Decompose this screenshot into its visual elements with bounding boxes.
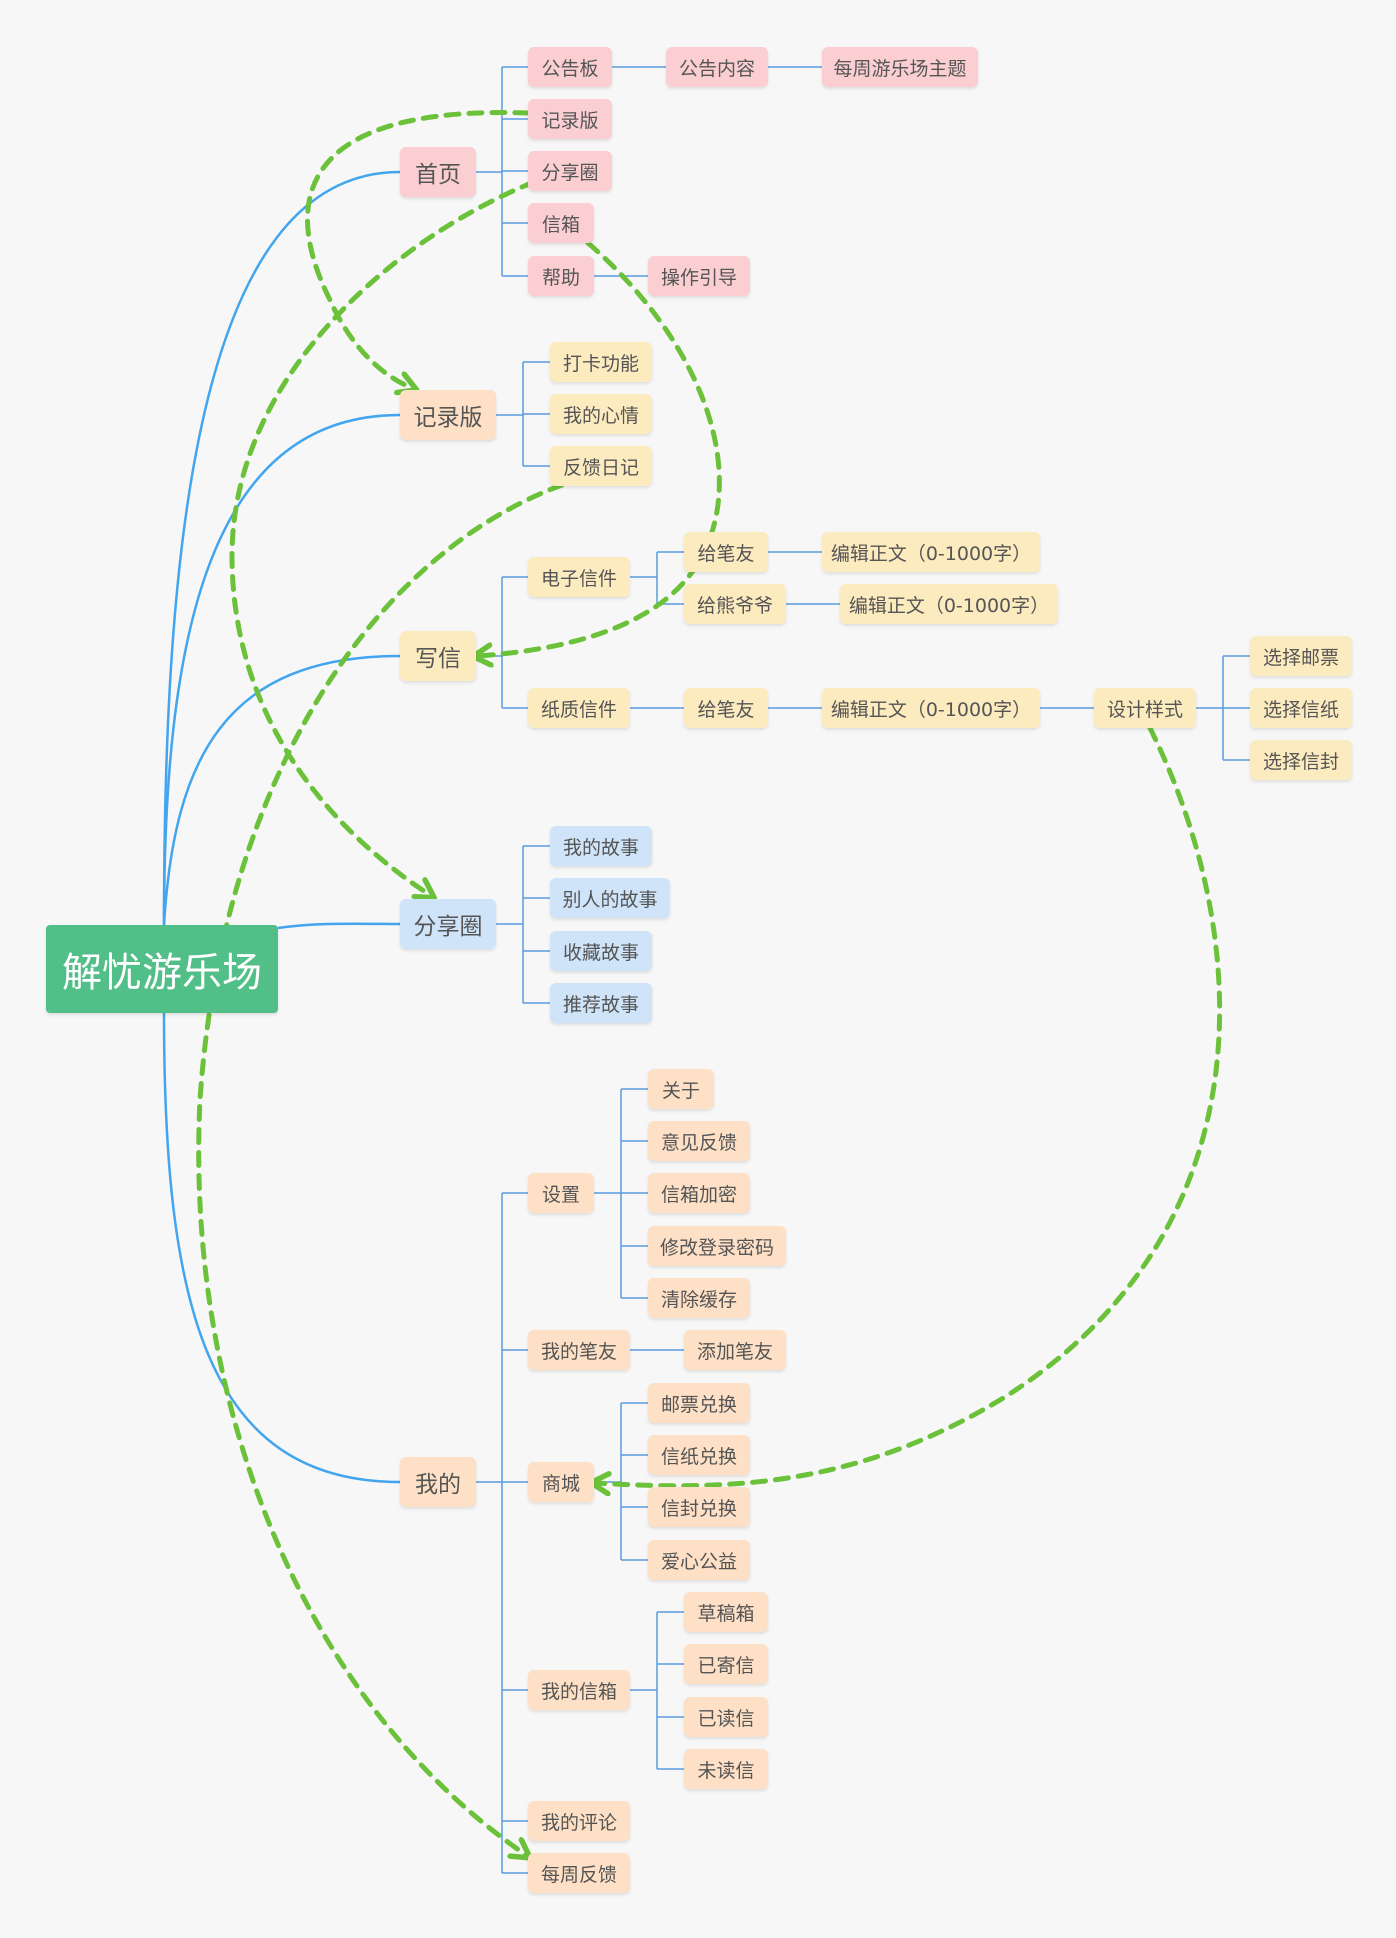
share-fav-story[interactable]: 收藏故事 — [550, 931, 652, 971]
record-bracket — [496, 361, 550, 467]
nav-arrow-design-shop — [596, 725, 1223, 1486]
share-bracket — [496, 845, 550, 1004]
mine-comments[interactable]: 我的评论 — [528, 1801, 630, 1841]
penpals-add[interactable]: 添加笔友 — [684, 1330, 786, 1370]
shop-stamp-exchange[interactable]: 邮票兑换 — [648, 1383, 750, 1423]
home-guide[interactable]: 操作引导 — [648, 256, 750, 296]
write-choose-envelope[interactable]: 选择信封 — [1250, 740, 1352, 780]
branch-write[interactable]: 写信 — [400, 631, 476, 681]
write-email-bracket — [630, 551, 684, 605]
mailbox-unread[interactable]: 未读信 — [684, 1749, 768, 1789]
shop-paper-exchange[interactable]: 信纸兑换 — [648, 1435, 750, 1475]
branch-share[interactable]: 分享圈 — [400, 899, 496, 949]
write-bracket — [476, 576, 528, 709]
mine-settings[interactable]: 设置 — [528, 1173, 594, 1213]
write-email[interactable]: 电子信件 — [528, 557, 630, 597]
mine-penpals[interactable]: 我的笔友 — [528, 1330, 630, 1370]
home-mailbox[interactable]: 信箱 — [528, 203, 594, 243]
settings-about[interactable]: 关于 — [648, 1069, 714, 1109]
branch-home[interactable]: 首页 — [400, 147, 476, 197]
write-paper-edit-body[interactable]: 编辑正文（0-1000字） — [822, 688, 1040, 728]
root-link-share — [277, 922, 401, 930]
write-choose-stamp[interactable]: 选择邮票 — [1250, 636, 1352, 676]
nav-arrow-home-record — [305, 110, 531, 388]
home-record[interactable]: 记录版 — [528, 99, 612, 139]
record-checkin[interactable]: 打卡功能 — [550, 342, 652, 382]
write-email-edit-body-2[interactable]: 编辑正文（0-1000字） — [840, 584, 1058, 624]
home-board-content[interactable]: 公告内容 — [666, 47, 768, 87]
mine-my-mailbox[interactable]: 我的信箱 — [528, 1670, 630, 1710]
branch-mine[interactable]: 我的 — [400, 1457, 476, 1507]
settings-encrypt[interactable]: 信箱加密 — [648, 1173, 750, 1213]
mailbox-sent[interactable]: 已寄信 — [684, 1644, 768, 1684]
root-link-write — [162, 654, 401, 926]
home-bracket — [476, 66, 528, 277]
mailbox-bracket — [630, 1611, 684, 1770]
home-help[interactable]: 帮助 — [528, 256, 594, 296]
branch-record[interactable]: 记录版 — [400, 390, 496, 440]
shop-charity[interactable]: 爱心公益 — [648, 1540, 750, 1580]
settings-change-password[interactable]: 修改登录密码 — [648, 1226, 786, 1266]
nav-arrow-home-share — [229, 179, 537, 895]
share-my-story[interactable]: 我的故事 — [550, 826, 652, 866]
root-link-mine — [162, 1012, 401, 1484]
shop-envelope-exchange[interactable]: 信封兑换 — [648, 1487, 750, 1527]
write-email-to-penpal[interactable]: 给笔友 — [684, 532, 768, 572]
home-board[interactable]: 公告板 — [528, 47, 612, 87]
share-rec-story[interactable]: 推荐故事 — [550, 983, 652, 1023]
record-diary[interactable]: 反馈日记 — [550, 446, 652, 486]
root-link-home — [162, 170, 401, 926]
root-link-record — [162, 413, 401, 926]
root-node[interactable]: 解忧游乐场 — [46, 925, 278, 1013]
home-weekly-theme[interactable]: 每周游乐场主题 — [822, 47, 978, 87]
settings-clear-cache[interactable]: 清除缓存 — [648, 1278, 750, 1318]
record-mood[interactable]: 我的心情 — [550, 394, 652, 434]
write-paper-to-penpal[interactable]: 给笔友 — [684, 688, 768, 728]
write-design-bracket — [1196, 655, 1250, 761]
write-design[interactable]: 设计样式 — [1094, 688, 1196, 728]
settings-feedback[interactable]: 意见反馈 — [648, 1121, 750, 1161]
nav-arrow-diary-weekly-feedback — [196, 482, 565, 1855]
write-email-edit-body-1[interactable]: 编辑正文（0-1000字） — [822, 532, 1040, 572]
write-paper[interactable]: 纸质信件 — [528, 688, 630, 728]
home-share[interactable]: 分享圈 — [528, 151, 612, 191]
write-choose-paper[interactable]: 选择信纸 — [1250, 688, 1352, 728]
settings-bracket — [594, 1088, 648, 1299]
share-others-story[interactable]: 别人的故事 — [550, 878, 670, 918]
write-email-to-grandpa[interactable]: 给熊爷爷 — [684, 584, 786, 624]
mailbox-read[interactable]: 已读信 — [684, 1697, 768, 1737]
mine-weekly-feedback[interactable]: 每周反馈 — [528, 1853, 630, 1893]
mailbox-drafts[interactable]: 草稿箱 — [684, 1592, 768, 1632]
mine-bracket — [476, 1192, 528, 1874]
mine-shop[interactable]: 商城 — [528, 1462, 594, 1502]
